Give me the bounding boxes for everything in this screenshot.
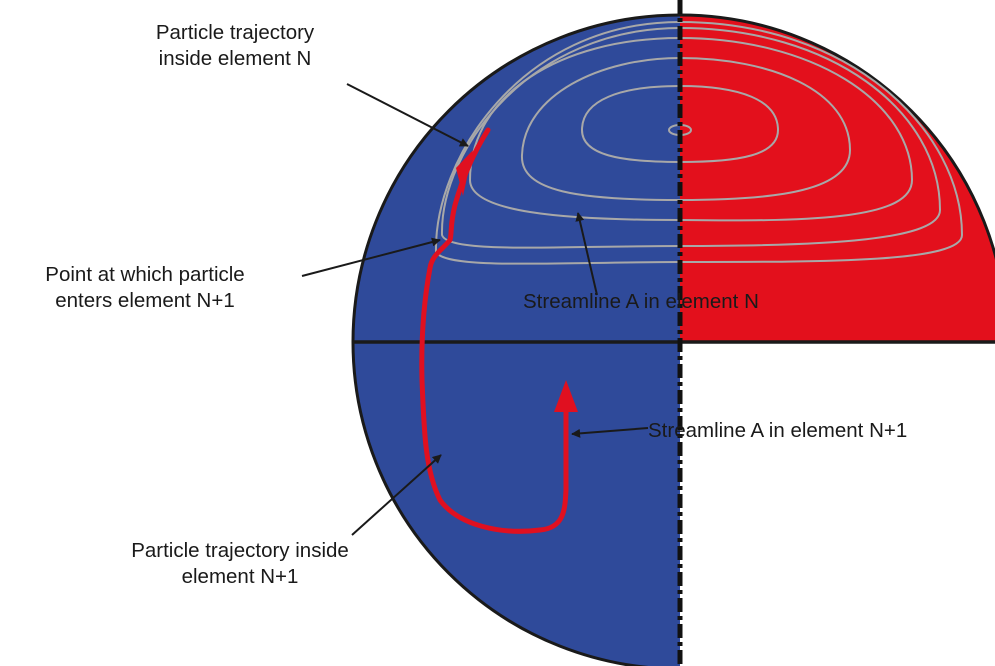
- label-trajectory-element-n1: Particle trajectory inside element N+1: [85, 538, 395, 590]
- sphere-outline: [351, 13, 995, 666]
- particle-trajectory: [419, 127, 569, 534]
- label-trajectory-element-n-line2: inside element N: [158, 47, 312, 70]
- arrow-entry-point: [301, 237, 441, 277]
- arrow-trajectory-n: [346, 83, 469, 147]
- streamline-ring-2: [520, 56, 852, 202]
- trajectory-arrowhead-n: [456, 150, 473, 196]
- arrow-trajectory-n1: [351, 454, 442, 536]
- element-n-right-region: [680, 15, 995, 342]
- label-trajectory-element-n1-line2: element N+1: [181, 565, 299, 588]
- element-n1-region: [353, 342, 680, 666]
- label-trajectory-element-n-line1: Particle trajectory: [155, 21, 315, 44]
- label-entry-point: Point at which particle enters element N…: [0, 262, 290, 314]
- label-trajectory-element-n1-line1: Particle trajectory inside: [131, 539, 349, 562]
- arrow-streamline-n: [575, 212, 598, 296]
- label-streamline-element-n1: Streamline A in element N+1: [648, 419, 908, 442]
- label-entry-point-line2: enters element N+1: [55, 289, 235, 312]
- leader-arrows: [301, 83, 649, 536]
- label-streamline-element-n: Streamline A in element N: [523, 290, 759, 313]
- label-entry-point-line1: Point at which particle: [45, 263, 245, 286]
- label-trajectory-element-n: Particle trajectory inside element N: [110, 20, 360, 72]
- trajectory-arrowhead-n1: [554, 380, 578, 412]
- arrow-streamline-n1: [571, 427, 649, 438]
